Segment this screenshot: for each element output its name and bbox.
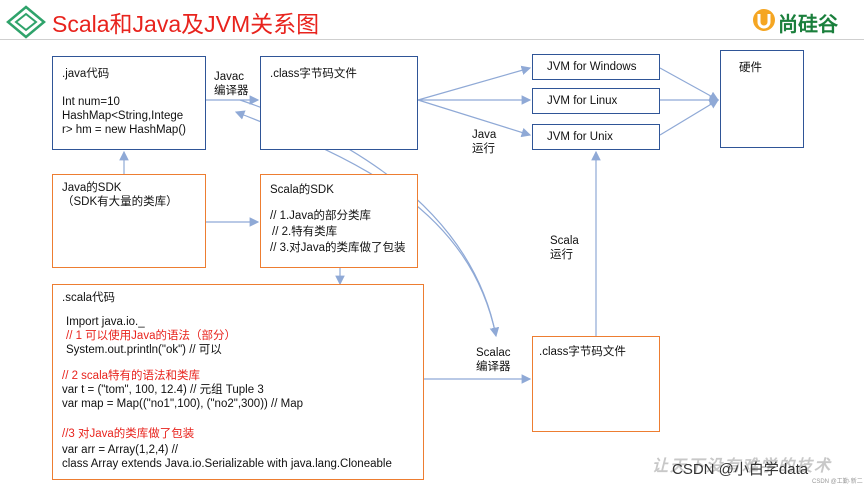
csdn-credit-small: CSDN @工勤·新二 [812, 479, 863, 485]
javac-label: Javac [214, 71, 245, 83]
csdn-credit: CSDN @小白学data [672, 461, 809, 478]
brand-name: 尚硅谷 [778, 14, 838, 36]
scalac-label: Scalac [476, 347, 511, 359]
scala-sdk-box: Scala的SDK // 1.Java的部分类库 // 2.特有类库 // 3.… [260, 174, 418, 268]
jvm-linux-box: JVM for Linux [532, 88, 660, 114]
java-sdk-box: Java的SDK （SDK有大量的类库） [52, 174, 206, 268]
jvm-windows-box: JVM for Windows [532, 54, 660, 80]
scala-code-line: Import java.io._ [66, 316, 145, 328]
scala-code-line: var t = ("tom", 100, 12.4) // 元组 Tuple 3 [62, 384, 264, 396]
java-code-line: r> hm = new HashMap() [62, 124, 186, 136]
diamond-logo-icon [6, 5, 46, 39]
scala-code-box: .scala代码 Import java.io._ // 1 可以使用Java的… [52, 284, 424, 480]
scala-run-label: Scala [550, 235, 579, 247]
class-file-bottom-box: .class字节码文件 [532, 336, 660, 432]
scala-sdk-item: // 1.Java的部分类库 [270, 210, 371, 222]
jvm-unix-label: JVM for Unix [547, 131, 613, 143]
java-run-label: Java [472, 129, 497, 141]
header: Scala和Java及JVM关系图 尚硅谷 [0, 0, 864, 40]
scala-code-line: var arr = Array(1,2,4) // [62, 444, 178, 456]
hardware-box: 硬件 [720, 50, 804, 148]
brand-u-icon [753, 9, 775, 31]
class-file-top-heading: .class字节码文件 [270, 68, 357, 80]
watermark: 让天下没有难学的技术 [652, 458, 833, 475]
scala-code-line: System.out.println("ok") // 可以 [66, 344, 222, 356]
header-divider [0, 39, 864, 40]
java-code-line: HashMap<String,Intege [62, 110, 184, 122]
class-file-top-box: .class字节码文件 [260, 56, 418, 150]
scala-code-heading: .scala代码 [62, 292, 116, 304]
hardware-label: 硬件 [739, 62, 762, 74]
javac-label-sub: 编译器 [214, 85, 249, 97]
jvm-windows-label: JVM for Windows [547, 61, 637, 73]
scala-sdk-item: // 2.特有类库 [272, 226, 338, 238]
java-run-label-sub: 运行 [472, 143, 495, 155]
java-sdk-title: Java的SDK [62, 182, 122, 194]
java-code-box: .java代码 Int num=10 HashMap<String,Intege… [52, 56, 206, 150]
page-title: Scala和Java及JVM关系图 [52, 11, 320, 37]
jvm-linux-label: JVM for Linux [547, 95, 618, 107]
java-code-heading: .java代码 [62, 68, 110, 80]
jvm-unix-box: JVM for Unix [532, 124, 660, 150]
scala-code-line: class Array extends Java.io.Serializable… [62, 458, 392, 470]
java-sdk-subtitle: （SDK有大量的类库） [62, 196, 178, 208]
scalac-label-sub: 编译器 [476, 361, 511, 373]
scala-run-label-sub: 运行 [550, 249, 573, 261]
brand-logo: 尚硅谷 [752, 6, 852, 36]
scala-code-comment: //3 对Java的类库做了包装 [62, 428, 195, 440]
scala-code-line: var map = Map(("no1",100), ("no2",300)) … [62, 398, 304, 410]
scala-sdk-heading: Scala的SDK [270, 184, 334, 196]
class-file-bottom-heading: .class字节码文件 [539, 346, 626, 358]
scala-sdk-item: // 3.对Java的类库做了包装 [270, 242, 406, 254]
scala-code-comment: // 2 scala特有的语法和类库 [62, 370, 201, 382]
java-code-line: Int num=10 [62, 96, 120, 108]
scala-code-comment: // 1 可以使用Java的语法（部分） [66, 330, 236, 342]
